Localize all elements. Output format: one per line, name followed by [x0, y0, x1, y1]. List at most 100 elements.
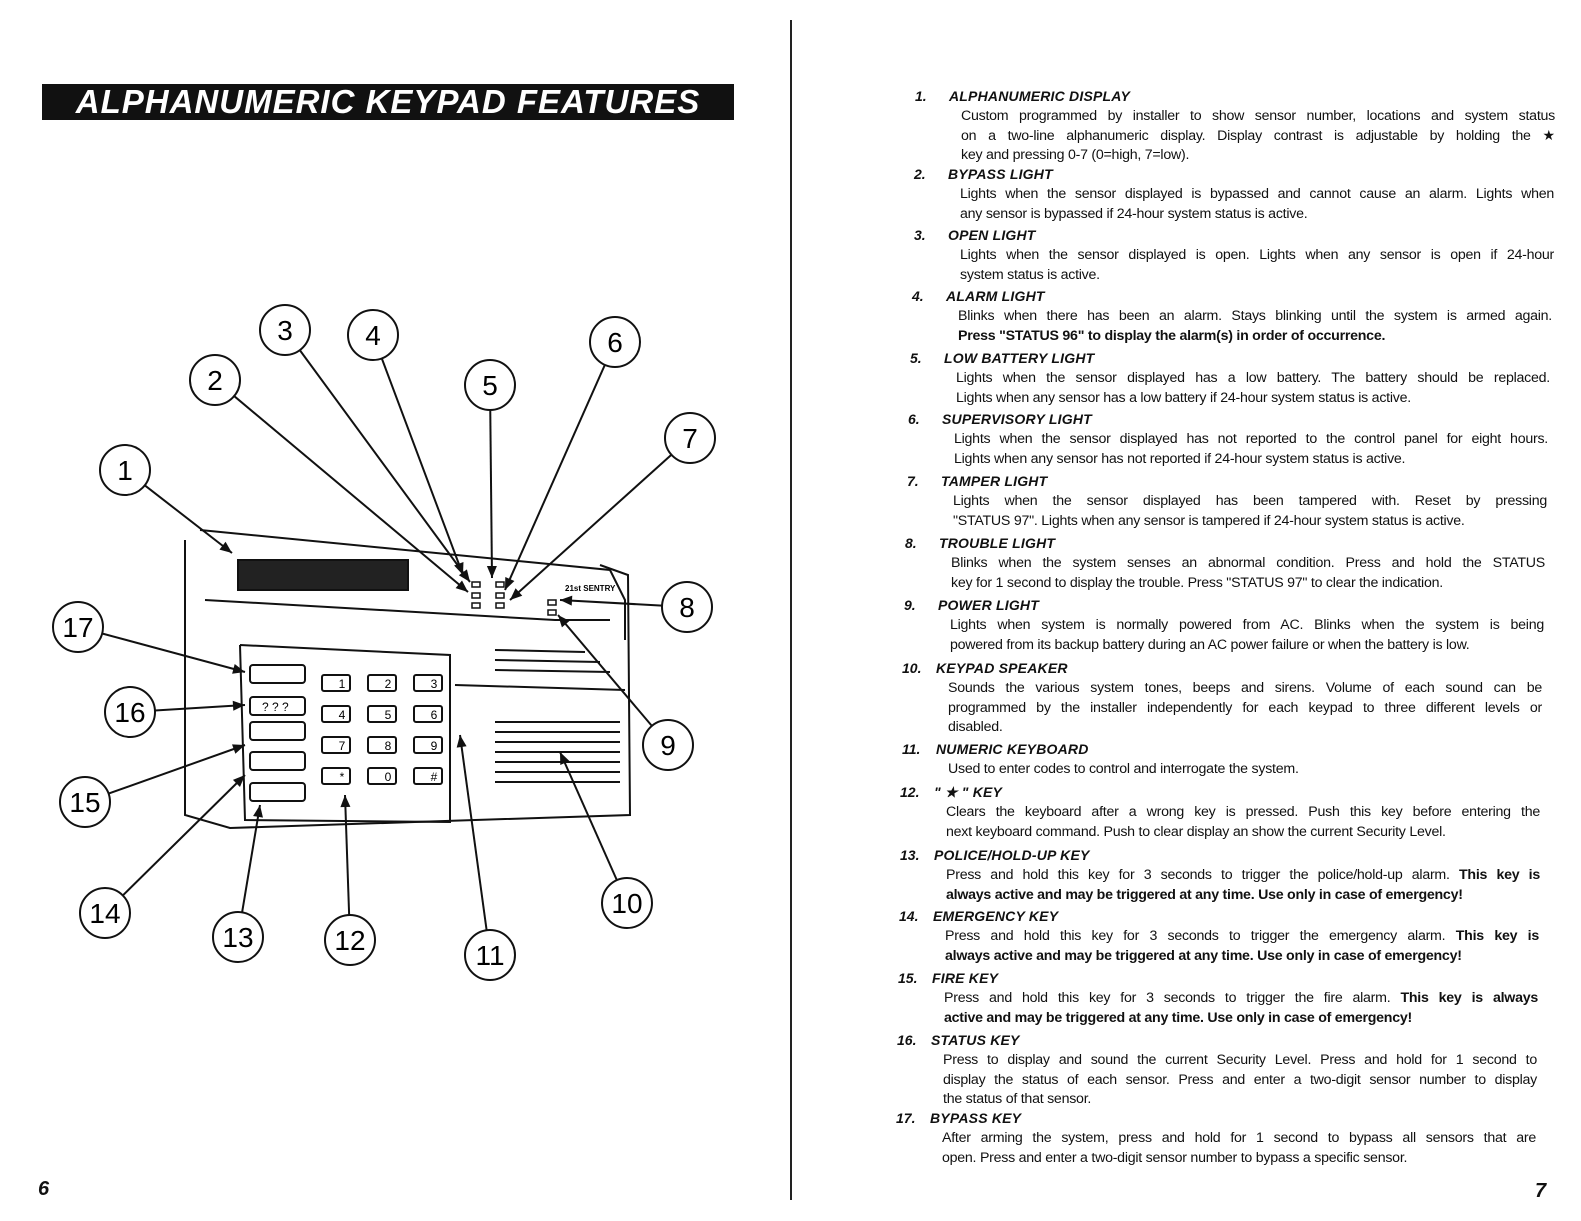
callout-circle — [464, 929, 516, 981]
number-key-label: * — [340, 770, 345, 784]
callout-number: 4 — [365, 320, 381, 351]
text-normal: display the status of each sensor. Press… — [943, 1071, 1537, 1088]
text-bold: This key is — [1455, 928, 1540, 944]
item-number: 11. — [902, 741, 921, 757]
callout-14: 14 — [79, 774, 246, 939]
callout-number: 11 — [475, 940, 504, 971]
number-key[interactable]: 3 — [413, 674, 443, 692]
callout-number: 3 — [277, 315, 293, 346]
page-divider — [790, 20, 792, 1200]
number-key[interactable]: 5 — [367, 705, 397, 723]
description-line: Lights when the sensor displayed has bee… — [953, 492, 1547, 512]
text-normal: Lights when any sensor has a low battery… — [956, 389, 1411, 406]
description-line: Lights when the sensor displayed is open… — [960, 246, 1554, 266]
callout-arrow — [489, 409, 493, 579]
item-number: 2. — [914, 166, 926, 182]
item-number: 14. — [899, 908, 919, 924]
item-number: 3. — [914, 227, 926, 243]
number-key[interactable]: 8 — [367, 736, 397, 754]
description-line: powered from its backup battery during a… — [950, 636, 1544, 656]
arrowhead-icon — [454, 562, 464, 575]
arrowhead-icon — [455, 580, 468, 592]
item-description: Used to enter codes to control and inter… — [948, 760, 1542, 780]
status-key[interactable] — [249, 696, 306, 716]
police-key[interactable] — [249, 721, 306, 741]
number-key[interactable]: # — [413, 767, 443, 785]
item-description: Custom programmed by installer to show s… — [961, 107, 1555, 166]
callout-11: 11 — [456, 734, 516, 981]
number-key[interactable]: 6 — [413, 705, 443, 723]
text-normal: Lights when the sensor displayed has bee… — [953, 493, 1547, 509]
callout-number: 17 — [62, 612, 93, 643]
text-normal: any sensor is bypassed if 24-hour system… — [960, 205, 1308, 222]
callout-arrow — [154, 704, 246, 712]
item-number: 13. — [900, 847, 920, 863]
callout-arrow — [144, 484, 233, 554]
arrowhead-icon — [560, 752, 570, 765]
page-number-right: 7 — [1535, 1180, 1547, 1202]
callout-number: 9 — [660, 730, 676, 761]
description-line: Lights when the sensor displayed has not… — [954, 430, 1548, 450]
number-key-label: 3 — [431, 677, 438, 691]
callout-arrow — [233, 395, 469, 593]
callout-arrow — [101, 632, 246, 673]
item-description: Clears the keyboard after a wrong key is… — [946, 803, 1540, 842]
arrowhead-icon — [458, 569, 470, 582]
number-key[interactable]: 2 — [367, 674, 397, 692]
status-key-label: ? ? ? — [262, 700, 289, 714]
item-title: ALPHANUMERIC DISPLAY — [949, 88, 1131, 104]
text-normal: Lights when system is normally powered f… — [950, 617, 1544, 633]
arrowhead-icon — [456, 735, 467, 748]
number-key[interactable]: 0 — [367, 767, 397, 785]
item-number: 10. — [902, 660, 922, 676]
emergency-key[interactable] — [249, 751, 306, 771]
arrowhead-icon — [510, 588, 523, 600]
callout-circle — [59, 776, 111, 828]
item-title: FIRE KEY — [932, 970, 999, 986]
callout-10: 10 — [559, 751, 653, 929]
arrowhead-icon — [232, 700, 245, 711]
arrowhead-icon — [340, 795, 351, 808]
callout-circle — [661, 581, 713, 633]
callout-9: 9 — [557, 614, 694, 771]
item-description: Press to display and sound the current S… — [943, 1051, 1537, 1110]
callout-1: 1 — [99, 444, 233, 554]
callout-circle — [601, 877, 653, 929]
callout-circle — [52, 601, 104, 653]
text-normal: Lights when the sensor displayed is bypa… — [960, 186, 1554, 202]
text-bold: always active and may be triggered at an… — [946, 886, 1463, 903]
fire-key[interactable] — [249, 782, 306, 802]
text-normal: Custom programmed by installer to show s… — [961, 108, 1555, 124]
item-description: Lights when the sensor displayed is bypa… — [960, 185, 1554, 224]
bypass-key[interactable] — [249, 664, 306, 684]
number-key[interactable]: 1 — [321, 674, 351, 692]
item-title: SUPERVISORY LIGHT — [942, 411, 1092, 427]
number-key[interactable]: 4 — [321, 705, 351, 723]
description-line: Press and hold this key for 3 seconds to… — [945, 927, 1539, 947]
callout-arrow — [459, 734, 488, 931]
callout-number: 13 — [222, 922, 253, 953]
description-line: key for 1 second to display the trouble.… — [951, 574, 1545, 594]
item-description: Lights when the sensor displayed has bee… — [953, 492, 1547, 531]
number-key[interactable]: 7 — [321, 736, 351, 754]
text-normal: Lights when the sensor displayed has not… — [954, 431, 1548, 447]
text-normal: Clears the keyboard after a wrong key is… — [946, 804, 1540, 820]
callout-arrow — [557, 614, 653, 727]
description-line: Sounds the various system tones, beeps a… — [948, 679, 1542, 699]
arrowhead-icon — [558, 615, 570, 628]
number-key[interactable]: * — [321, 767, 351, 785]
description-line: the status of that sensor. — [943, 1090, 1537, 1110]
item-title: EMERGENCY KEY — [933, 908, 1059, 924]
page-number-left: 6 — [38, 1178, 50, 1200]
text-bold: Press "STATUS 96" to display the alarm(s… — [958, 327, 1386, 344]
description-line: Lights when the sensor displayed has a l… — [956, 369, 1550, 389]
text-normal: key for 1 second to display the trouble.… — [951, 574, 1443, 591]
callout-arrow — [241, 804, 261, 913]
callout-circle — [347, 309, 399, 361]
callout-number: 6 — [607, 327, 623, 358]
callout-arrow — [298, 349, 471, 583]
description-line: always active and may be triggered at an… — [945, 947, 1539, 967]
page-title: ALPHANUMERIC KEYPAD FEATURES — [42, 84, 734, 120]
number-key[interactable]: 9 — [413, 736, 443, 754]
callout-6: 6 — [504, 316, 641, 591]
